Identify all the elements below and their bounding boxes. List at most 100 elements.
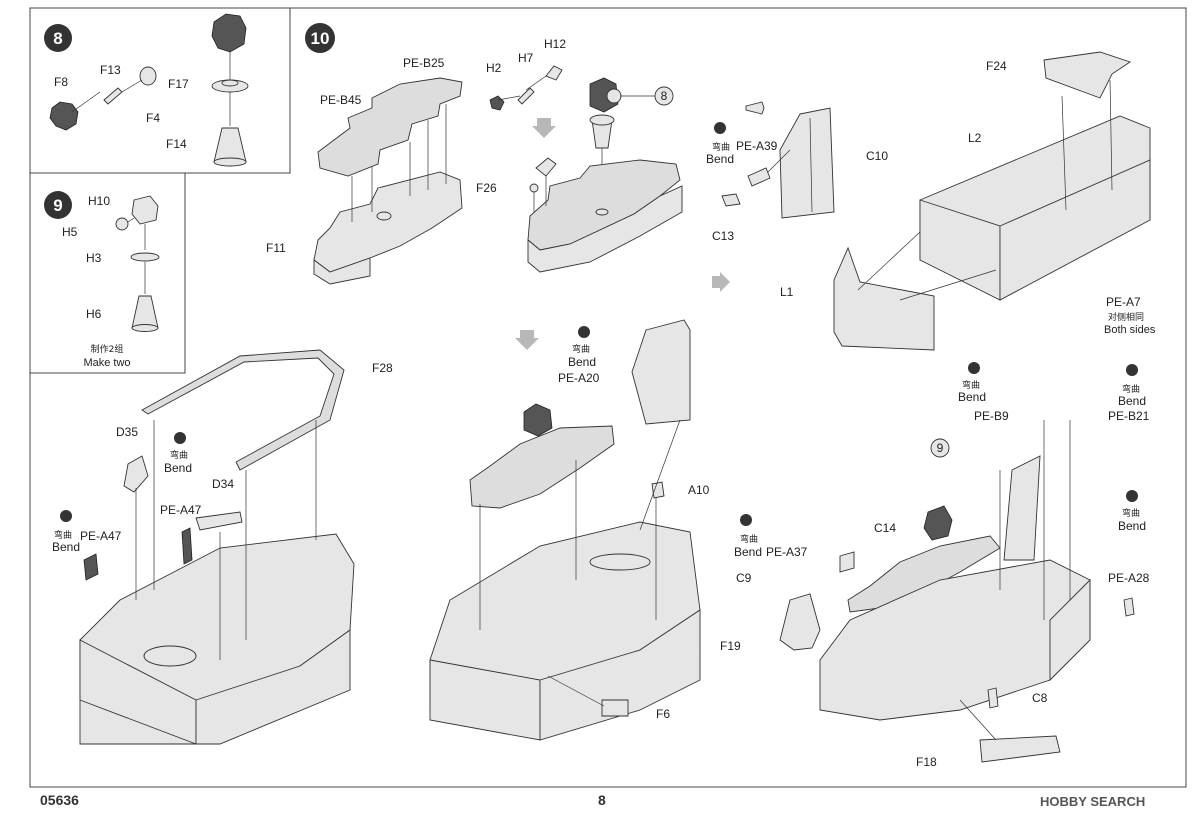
- step8-number-badge: [44, 24, 72, 52]
- bend-cn-b9: 弯曲: [962, 379, 980, 391]
- label-c14: C14: [874, 521, 896, 535]
- label-pe-a47-a: PE-A47: [80, 529, 122, 543]
- label-pe-a47-b: PE-A47: [160, 503, 202, 517]
- label-f8: F8: [54, 75, 68, 89]
- label-pe-a7-cn: 对侧相同: [1108, 311, 1144, 323]
- label-c8: C8: [1032, 691, 1048, 705]
- label-pe-a28: PE-A28: [1108, 571, 1150, 585]
- label-pe-a37: PE-A37: [766, 545, 808, 559]
- bridge-top-assembly: [527, 77, 683, 273]
- step9-number: 9: [53, 196, 62, 215]
- label-d34: D34: [212, 477, 234, 491]
- label-c9: C9: [736, 571, 752, 585]
- bend-icon-a37: [740, 514, 752, 526]
- step10-header: 10: [305, 23, 335, 53]
- make-two-note: Make two: [83, 357, 130, 369]
- label-h12: H12: [544, 37, 566, 51]
- bend-en-a39: Bend: [706, 152, 734, 166]
- funnel-c10: [721, 101, 835, 219]
- bridge-deck-f11: [313, 77, 463, 285]
- label-a10: A10: [688, 483, 710, 497]
- step9-number-badge: [44, 191, 72, 219]
- label-pe-b25: PE-B25: [403, 56, 445, 70]
- label-pe-a20: PE-A20: [558, 371, 600, 385]
- label-f24: F24: [986, 59, 1007, 73]
- bend-icon-a20: [578, 326, 590, 338]
- label-pe-b9: PE-B9: [974, 409, 1009, 423]
- label-f18: F18: [916, 755, 937, 769]
- label-h5: H5: [62, 225, 78, 239]
- bend-en-a20: Bend: [568, 355, 596, 369]
- label-pe-b21: PE-B21: [1108, 409, 1150, 423]
- label-f17: F17: [168, 77, 189, 91]
- bend-icon-a47b: [174, 432, 186, 444]
- bend-icon-b21: [1126, 364, 1138, 376]
- bend-cn-a47a: 弯曲: [54, 529, 72, 541]
- bend-icon-b9: [968, 362, 980, 374]
- radar-mast-part: [211, 13, 249, 167]
- label-f6: F6: [656, 707, 670, 721]
- bend-cn-a39: 弯曲: [712, 141, 730, 153]
- label-pe-b45: PE-B45: [320, 93, 362, 107]
- director-part: [115, 195, 160, 332]
- bend-en-b9: Bend: [958, 390, 986, 404]
- label-c10: C10: [866, 149, 888, 163]
- label-f13: F13: [100, 63, 121, 77]
- hull-section-middle: [429, 319, 701, 741]
- step10-number-badge: [305, 23, 335, 53]
- label-c13: C13: [712, 229, 734, 243]
- label-d35: D35: [116, 425, 138, 439]
- ref9-circle: [930, 438, 950, 458]
- bend-cn-a20: 弯曲: [572, 343, 590, 355]
- label-ref9: 9: [937, 441, 944, 455]
- bend-cn-b21: 弯曲: [1122, 383, 1140, 395]
- label-h3: H3: [86, 251, 102, 265]
- radar-dish-part: [49, 66, 157, 131]
- step10-number: 10: [311, 29, 330, 48]
- watermark: HOBBY SEARCH: [1040, 794, 1146, 809]
- bend-en-a47a: Bend: [52, 540, 80, 554]
- right-arrow: [712, 272, 730, 292]
- label-f28: F28: [372, 361, 393, 375]
- label-pe-a7: PE-A7: [1106, 295, 1141, 309]
- make-two-note-cn: 制作2组: [91, 343, 124, 355]
- hangar-assembly: [833, 51, 1151, 351]
- bend-cn-a28: 弯曲: [1122, 507, 1140, 519]
- down-arrow-1: [532, 118, 556, 138]
- down-arrow-2: [515, 330, 539, 350]
- hull-section-right: [779, 420, 1135, 763]
- label-h10: H10: [88, 194, 110, 208]
- bend-en-a37: Bend: [734, 545, 762, 559]
- label-f11: F11: [266, 241, 286, 255]
- bend-cn-a37: 弯曲: [740, 533, 758, 545]
- label-f14: F14: [166, 137, 187, 151]
- label-l2: L2: [968, 131, 982, 145]
- label-ref8: 8: [661, 89, 668, 103]
- label-h7: H7: [518, 51, 534, 65]
- label-h6: H6: [86, 307, 102, 321]
- product-code: 05636: [40, 792, 79, 808]
- step8: 8 F8 F13 F4 F17 F14: [44, 13, 249, 167]
- step9: 9 H10 H5 H3 H6 制作2组 Make two: [44, 191, 160, 369]
- bend-icon-a39: [714, 122, 726, 134]
- step9-box: [29, 172, 186, 374]
- bend-icon-a47a: [60, 510, 72, 522]
- page-number: 8: [598, 792, 606, 808]
- small-parts-h2-h7-h12: [489, 65, 563, 111]
- label-pe-a7-en: Both sides: [1104, 324, 1156, 336]
- bend-cn-a47b: 弯曲: [170, 449, 188, 461]
- label-f19: F19: [720, 639, 741, 653]
- label-pe-a39: PE-A39: [736, 139, 778, 153]
- step8-number: 8: [53, 29, 62, 48]
- label-l1: L1: [780, 285, 794, 299]
- bend-en-a28: Bend: [1118, 519, 1146, 533]
- bend-icon-a28: [1126, 490, 1138, 502]
- bend-en-b21: Bend: [1118, 394, 1146, 408]
- hull-section-left: [79, 349, 355, 745]
- label-f4: F4: [146, 111, 160, 125]
- page-border: [29, 7, 1187, 788]
- bend-en-a47b: Bend: [164, 461, 192, 475]
- label-f26: F26: [476, 181, 497, 195]
- label-h2: H2: [486, 61, 502, 75]
